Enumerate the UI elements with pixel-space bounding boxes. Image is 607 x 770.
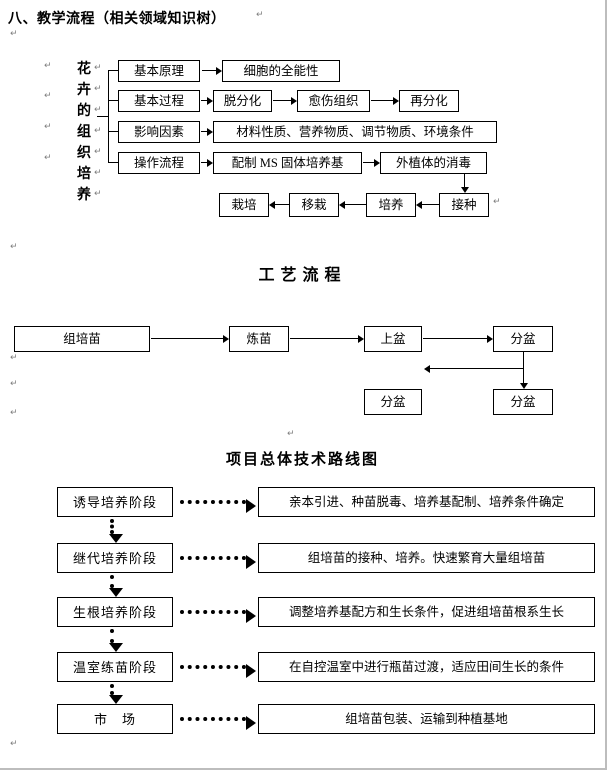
line-break-mark: ↵ (94, 62, 102, 73)
tree-bracket-branch-connector (108, 162, 118, 163)
section-title-roadmap: 项目总体技术路线图 (225, 452, 379, 468)
box-factors-list: 材料性质、营养物质、调节物质、环境条件 (213, 121, 497, 143)
box-callus: 愈伤组织 (297, 90, 370, 112)
dotted-arrow-market (180, 716, 256, 730)
arrow-callus-to-redifferentiation (371, 97, 399, 105)
tree-branch-principles: 基本原理 (118, 60, 200, 82)
section-title-process-flow: 工艺流程 (258, 267, 347, 284)
line-break-mark: ↵ (94, 167, 102, 178)
line-break-mark: ↵ (94, 146, 102, 157)
tree-root-char: 卉 (77, 82, 91, 98)
arrow-procedure-to-medium (201, 159, 213, 167)
dotted-arrow-subculture (180, 555, 256, 569)
arrow-process-to-dedifferentiation (201, 97, 213, 105)
box-explant-disinfection: 外植体的消毒 (380, 152, 487, 174)
line-break-mark: ↵ (94, 83, 102, 94)
stage-box-greenhouse: 温室练苗阶段 (57, 652, 173, 682)
tree-bracket-stem (108, 71, 109, 163)
dotted-arrow-induction (180, 499, 256, 513)
tree-bracket-branch-connector (108, 70, 118, 71)
dotted-arrow-stage4-to-stage5 (109, 684, 123, 704)
arrow-hardening-to-potting (290, 335, 364, 343)
dotted-arrow-rooting (180, 609, 256, 623)
box-inoculation: 接种 (439, 193, 489, 217)
stage-box-induction: 诱导培养阶段 (57, 487, 173, 517)
box-ms-medium: 配制 MS 固体培养基 (213, 152, 362, 174)
arrow-inoculation-to-culture (416, 201, 439, 209)
line-break-mark: ↵ (493, 197, 501, 207)
tree-root-char: 花 (77, 61, 91, 77)
stage-box-rooting: 生根培养阶段 (57, 597, 173, 627)
dotted-arrow-stage3-to-stage4 (109, 629, 123, 652)
arrow-factors-to-list (201, 128, 213, 136)
detail-box-greenhouse: 在自控温室中进行瓶苗过渡，适应田间生长的条件 (258, 652, 595, 682)
line-break-mark: ↵ (44, 153, 52, 163)
box-transplant: 移栽 (289, 193, 339, 217)
tree-root-char: 组 (77, 124, 91, 140)
line-break-mark: ↵ (94, 125, 102, 136)
tree-root-label: 花 卉 的 组 织 培 养 (76, 57, 92, 204)
tree-bracket-branch-connector (108, 131, 118, 132)
box-dedifferentiation: 脱分化 (213, 90, 272, 112)
detail-box-rooting: 调整培养基配方和生长条件，促进组培苗根系生长 (258, 597, 595, 627)
tree-bracket-branch-connector (108, 100, 118, 101)
line-break-mark: ↵ (44, 122, 52, 132)
tree-root-char: 培 (77, 166, 91, 182)
arrow-dividing-down (520, 352, 528, 389)
arrow-disinfection-to-inoculation (461, 174, 469, 193)
tree-branch-procedure: 操作流程 (118, 152, 200, 174)
box-hardening: 炼苗 (229, 326, 289, 352)
line-break-mark: ↵ (44, 61, 52, 71)
arrow-potting-to-dividing (423, 335, 493, 343)
arrow-medium-to-disinfection (363, 159, 380, 167)
stage-box-market: 市 场 (57, 704, 173, 734)
line-break-mark: ↵ (10, 353, 18, 363)
line-break-mark: ↵ (94, 104, 102, 115)
box-potting: 上盆 (364, 326, 422, 352)
doc-heading: 八、教学流程（相关领域知识树） (8, 12, 226, 27)
box-dividing-pot-2: 分盆 (364, 389, 422, 415)
line-break-mark: ↵ (287, 429, 295, 439)
box-dividing-pot-3: 分盆 (493, 389, 553, 415)
box-tissue-culture-seedling: 组培苗 (14, 326, 150, 352)
arrow-dedifferentiation-to-callus (273, 97, 297, 105)
line-break-mark: ↵ (44, 91, 52, 101)
line-break-mark: ↵ (94, 188, 102, 199)
tree-root-char: 养 (77, 187, 91, 203)
box-dividing-pot-1: 分盆 (493, 326, 553, 352)
detail-box-market: 组培苗包装、运输到种植基地 (258, 704, 595, 734)
detail-box-induction: 亲本引进、种苗脱毒、培养基配制、培养条件确定 (258, 487, 595, 517)
line-break-mark: ↵ (10, 29, 18, 39)
dotted-arrow-stage2-to-stage3 (109, 575, 123, 597)
box-cultivation: 栽培 (219, 193, 269, 217)
box-culture: 培养 (366, 193, 416, 217)
tree-root-line-break-marks: ↵ ↵ ↵ ↵ ↵ ↵ ↵ (94, 57, 102, 204)
arrow-dividing-left (424, 365, 523, 373)
arrow-transplant-to-cultivation (269, 201, 289, 209)
arrow-culture-to-transplant (339, 201, 366, 209)
box-cell-totipotency: 细胞的全能性 (222, 60, 340, 82)
tree-root-char: 的 (77, 103, 91, 119)
tree-branch-process: 基本过程 (118, 90, 200, 112)
line-break-mark: ↵ (10, 242, 18, 252)
tree-root-char: 织 (77, 145, 91, 161)
line-break-mark: ↵ (10, 408, 18, 418)
line-break-mark: ↵ (10, 739, 18, 749)
stage-box-subculture: 继代培养阶段 (57, 543, 173, 573)
line-break-mark: ↵ (10, 379, 18, 389)
dotted-arrow-stage1-to-stage2 (109, 519, 123, 543)
box-redifferentiation: 再分化 (399, 90, 459, 112)
detail-box-subculture: 组培苗的接种、培养。快速繁育大量组培苗 (258, 543, 595, 573)
dotted-arrow-greenhouse (180, 664, 256, 678)
tree-branch-factors: 影响因素 (118, 121, 200, 143)
tree-bracket-root-connector (97, 116, 108, 117)
arrow-principles-to-totipotency (202, 67, 222, 75)
line-break-mark: ↵ (256, 10, 264, 20)
arrow-seedling-to-hardening (151, 335, 229, 343)
